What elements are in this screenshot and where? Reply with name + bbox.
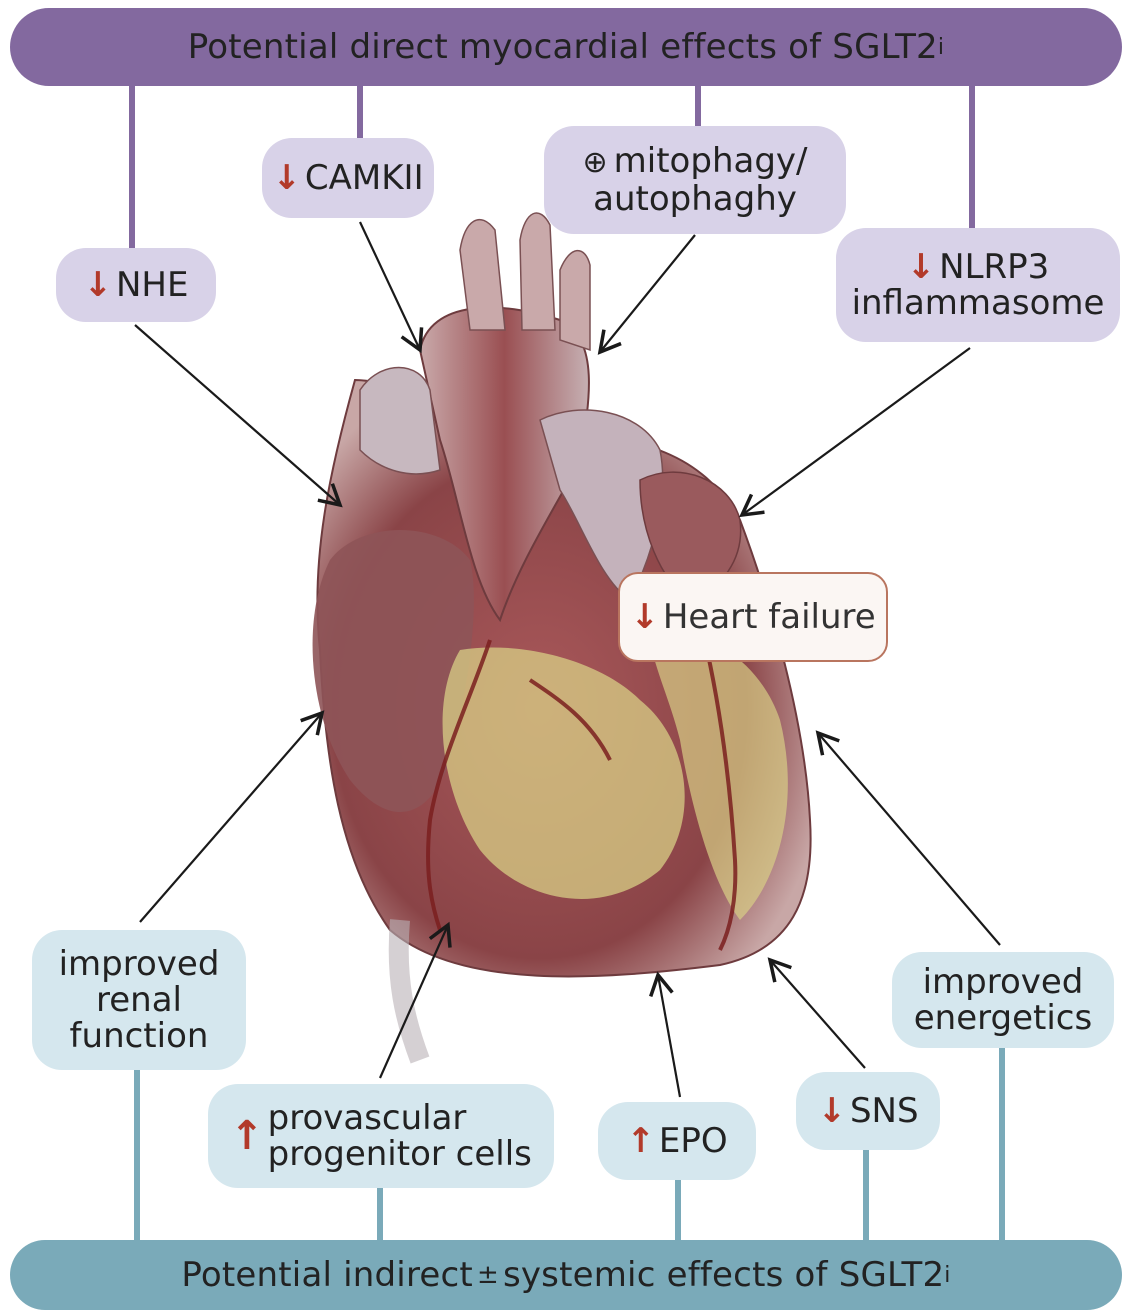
mitophagy-line2: autophaghy: [583, 181, 808, 217]
banner-subscript: i: [944, 1263, 950, 1288]
energetics-line1: improved: [914, 964, 1092, 1000]
down-arrow-icon: ↓: [630, 599, 659, 635]
provascular-line2: progenitor cells: [268, 1136, 532, 1172]
epo-label: EPO: [659, 1123, 728, 1159]
up-arrow-icon: ↑: [230, 1118, 264, 1154]
mitophagy-line1: mitophagy/: [614, 141, 808, 181]
down-arrow-icon: ↓: [272, 160, 301, 196]
circled-plus-icon: ⊕: [583, 145, 608, 180]
energetics-box: improved energetics: [892, 952, 1114, 1048]
renal-function-box: improved renal function: [32, 930, 246, 1070]
direct-effects-banner-text: Potential direct myocardial effects of S…: [188, 27, 938, 67]
indirect-effects-banner: Potential indirect ± systemic effects of…: [10, 1240, 1122, 1310]
plus-minus-symbol: ±: [477, 1260, 499, 1290]
down-arrow-icon: ↓: [907, 247, 936, 287]
provascular-line1: provascular: [268, 1100, 532, 1136]
renal-line2: renal: [59, 982, 220, 1018]
epo-box: ↑ EPO: [598, 1102, 756, 1180]
nhe-box: ↓ NHE: [56, 248, 216, 322]
direct-effects-banner: Potential direct myocardial effects of S…: [10, 8, 1122, 86]
sns-box: ↓ SNS: [796, 1072, 940, 1150]
indirect-banner-text-before: Potential indirect: [181, 1255, 473, 1295]
nhe-label: NHE: [116, 267, 188, 303]
energetics-line2: energetics: [914, 1000, 1092, 1036]
nlrp3-line1: NLRP3: [939, 247, 1049, 287]
heart-failure-box: ↓ Heart failure: [618, 572, 888, 662]
heart-failure-label: Heart failure: [663, 599, 876, 635]
sns-label: SNS: [850, 1093, 919, 1129]
renal-line1: improved: [59, 946, 220, 982]
banner-subscript: i: [938, 35, 944, 60]
renal-line3: function: [59, 1018, 220, 1054]
down-arrow-icon: ↓: [817, 1093, 846, 1129]
indirect-banner-text-after: systemic effects of SGLT2: [503, 1255, 944, 1295]
camkii-box: ↓ CAMKII: [262, 138, 434, 218]
nlrp3-line2: inflammasome: [852, 285, 1105, 321]
provascular-box: ↑ provascular progenitor cells: [208, 1084, 554, 1188]
up-arrow-icon: ↑: [626, 1123, 655, 1159]
mitophagy-box: ⊕mitophagy/ autophaghy: [544, 126, 846, 234]
camkii-label: CAMKII: [305, 160, 424, 196]
down-arrow-icon: ↓: [84, 267, 113, 303]
nlrp3-box: ↓NLRP3 inflammasome: [836, 228, 1120, 342]
